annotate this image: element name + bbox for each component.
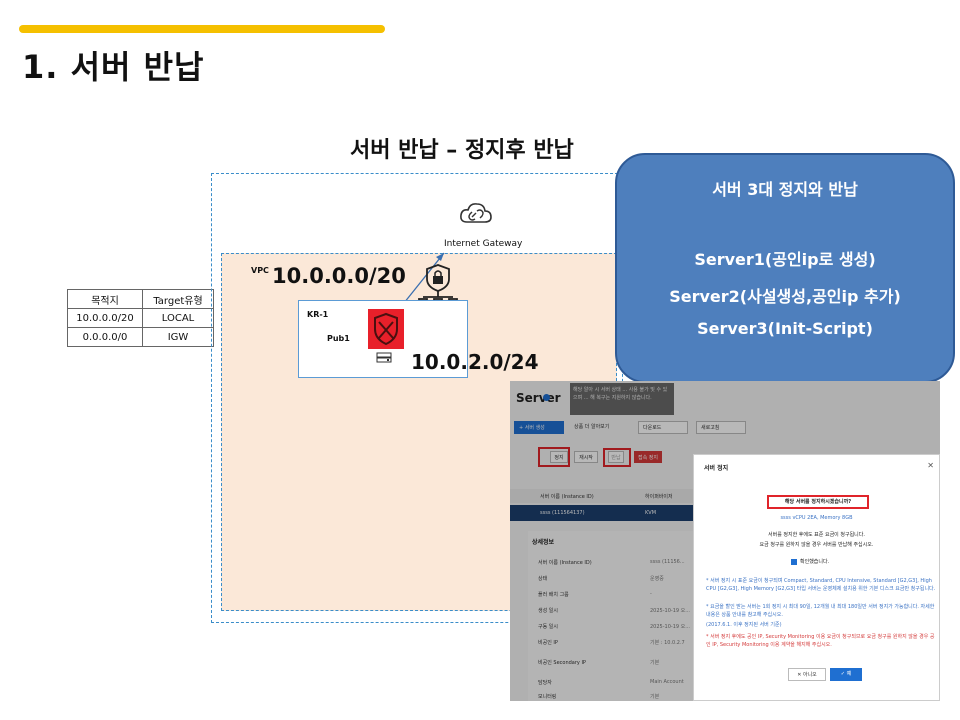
page-title: 1. 서버 반납 <box>22 48 205 86</box>
callout-title: 서버 3대 정지와 반납 <box>712 180 858 199</box>
subnet-cidr: 10.0.2.0/24 <box>411 350 539 374</box>
accent-bar <box>19 25 385 33</box>
vpc-label: VPC <box>251 266 269 275</box>
callout-line: Server1(공인ip로 생성) <box>694 250 876 269</box>
grid-hypervisor: KVM <box>645 510 657 516</box>
route-target: IGW <box>142 327 214 347</box>
dialog-note: (2017.6.1. 이후 정지된 서버 기준) <box>706 622 782 628</box>
vpc-cidr: 10.0.0.0/20 <box>272 264 406 288</box>
tooltip: 해당 알아 시 서버 상태 ... 사용 불가 및 수 있으며 ... 해 복구… <box>570 383 674 415</box>
table-row: 10.0.0.0/20 LOCAL <box>67 308 214 328</box>
confirm-checkbox[interactable] <box>791 559 797 565</box>
detail-key: 플러 배치 그룹 <box>538 592 569 598</box>
detail-title: 상세정보 <box>532 539 555 546</box>
detail-value: 기본 : 10.0.2.7 <box>650 640 685 646</box>
subnet-label: Pub1 <box>327 334 350 343</box>
route-destination: 10.0.0.0/20 <box>67 308 143 328</box>
dialog-server-spec: ssss vCPU 2EA, Memory 8GB <box>780 515 853 521</box>
table-row: 0.0.0.0/0 IGW <box>67 327 214 347</box>
grid-header-hypervisor: 하이퍼바이저 <box>645 494 673 500</box>
detail-key: 생성 일시 <box>538 608 558 614</box>
cloud-link-icon <box>460 203 492 223</box>
route-table: 목적지 Target유형 10.0.0.0/20 LOCAL 0.0.0.0/0… <box>67 289 214 347</box>
dialog-warning: * 서버 정지 후에도 공인 IP, Security Monitoring 이… <box>706 634 935 648</box>
dialog-desc: 요금 청구를 원하지 않을 경우 서버를 반납해 주십시오. <box>759 542 874 548</box>
detail-value: 기본 <box>650 694 660 700</box>
detail-key: 비공인 IP <box>538 640 558 646</box>
detail-key: 비공인 Secondary IP <box>538 660 586 666</box>
zone-label: KR-1 <box>307 310 329 319</box>
detail-value: 2025-10-19 오... <box>650 624 691 630</box>
yes-button[interactable]: ✓ 예 <box>830 668 862 681</box>
refresh-button[interactable]: 새로고침 <box>696 421 746 434</box>
table-row[interactable]: ssss (111564137) KVM <box>510 505 700 521</box>
return-button[interactable]: 반납 <box>608 451 624 463</box>
download-button[interactable]: 다운로드 <box>638 421 688 434</box>
restart-button[interactable]: 재시작 <box>574 451 598 463</box>
route-table-header: 목적지 Target유형 <box>67 289 214 309</box>
return-highlight <box>603 448 631 467</box>
action-bar: 정지 재시작 반납 접속 정지 <box>510 447 700 467</box>
detail-value: 기본 <box>650 660 660 666</box>
diagram-subtitle: 서버 반납 – 정지후 반납 <box>350 138 574 163</box>
server-page-title: Server <box>516 391 561 405</box>
detail-value: 2025-10-19 오... <box>650 608 691 614</box>
confirm-label: 확인했습니다. <box>800 559 830 565</box>
route-arrow <box>403 252 445 304</box>
console-screenshot: Server 해당 알아 시 서버 상태 ... 사용 불가 및 수 있으며 .… <box>510 381 940 701</box>
detail-value: - <box>650 591 652 597</box>
detail-key: 구동 일시 <box>538 624 558 630</box>
stop-highlight <box>538 447 570 467</box>
route-header-destination: 목적지 <box>67 289 143 309</box>
route-header-target: Target유형 <box>142 289 214 309</box>
detail-key: 모니터링 <box>538 694 557 700</box>
route-target: LOCAL <box>142 308 214 328</box>
detail-panel: 상세정보 서버 이름 (Instance ID) ssss (11156... … <box>528 531 700 701</box>
grid-header-name: 서버 이름 (Instance ID) <box>540 494 594 500</box>
grid-server-name: ssss (111564137) <box>540 510 585 516</box>
info-icon[interactable] <box>543 394 550 401</box>
detail-value: 운영중 <box>650 576 664 582</box>
stop-server-dialog: 서버 정지 ✕ 해당 서버를 정지하시겠습니까? ssss vCPU 2EA, … <box>693 454 940 701</box>
block-access-button[interactable]: 접속 정지 <box>634 451 662 463</box>
dialog-note: * 요금을 할인 받는 서버는 1회 정지 시 최대 90일, 12개월 내 최… <box>706 604 935 618</box>
stop-button[interactable]: 정지 <box>550 451 568 463</box>
create-server-button[interactable]: + 서버 생성 <box>514 421 564 434</box>
dialog-note: * 서버 정지 시 표준 요금이 청구되며 Compact, Standard,… <box>706 578 936 592</box>
callout-box: 서버 3대 정지와 반납 Server1(공인ip로 생성) Server2(사… <box>615 153 955 383</box>
more-products-link[interactable]: 상품 더 알아보기 <box>574 424 610 430</box>
server-icon <box>376 352 392 363</box>
callout-line: Server2(사설생성,공인ip 추가) <box>669 287 901 306</box>
detail-key: 상태 <box>538 576 548 582</box>
dialog-title: 서버 정지 <box>704 465 729 472</box>
internet-gateway-label: Internet Gateway <box>444 239 523 249</box>
close-icon[interactable]: ✕ <box>927 461 934 470</box>
toolbar: + 서버 생성 상품 더 알아보기 다운로드 새로고침 <box>510 419 940 437</box>
dialog-desc: 서버를 정지한 후에도 표준 요금이 청구됩니다. <box>768 532 865 538</box>
no-button[interactable]: ✕ 아니오 <box>788 668 826 681</box>
detail-value: Main Account <box>650 679 684 685</box>
route-destination: 0.0.0.0/0 <box>67 327 143 347</box>
detail-key: 서버 이름 (Instance ID) <box>538 560 592 566</box>
shield-icon <box>368 309 404 349</box>
dialog-question: 해당 서버를 정지하시겠습니까? <box>767 495 869 509</box>
callout-line: Server3(Init-Script) <box>697 319 873 338</box>
detail-key: 담당자 <box>538 680 552 686</box>
grid-header: 서버 이름 (Instance ID) 하이퍼바이저 <box>510 489 700 503</box>
detail-value: ssss (11156... <box>650 559 685 565</box>
